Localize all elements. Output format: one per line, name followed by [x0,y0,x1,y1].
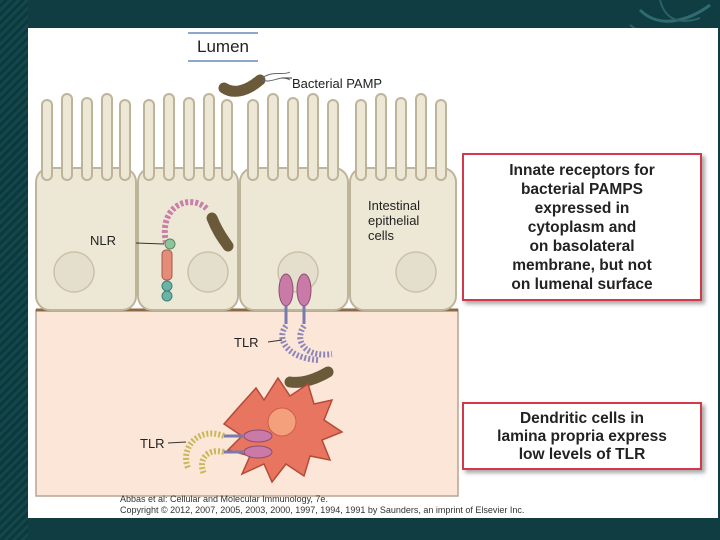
tlr-basolateral [267,273,333,363]
lamina-bacterium [284,366,334,388]
dendritic-cell [167,376,344,484]
intestinal-epithelial-cells-label: Intestinal epithelial cells [368,198,421,243]
source-credit: Abbas et al: Cellular and Molecular Immu… [120,494,525,515]
tlr-label-epithelium: TLR [234,335,259,350]
lumen-label: Lumen [188,32,258,62]
epithelial-receptors-callout: Innate receptors for bacterial PAMPS exp… [462,153,702,301]
left-stripe-decoration [0,0,28,540]
lumen-bacterium [218,71,292,97]
dendritic-cells-callout: Dendritic cells in lamina propria expres… [462,402,702,470]
bacterial-pamp-label: Bacterial PAMP [292,76,383,91]
immunology-figure: Lumen Bacterial PAMP NLR Intestinal epit… [28,28,718,518]
intracellular-bacterium [206,212,234,252]
diagram-artwork [35,71,459,497]
nlr-label: NLR [90,233,117,248]
nlr-receptor [135,199,211,302]
tlr-label-dendritic: TLR [140,436,165,451]
